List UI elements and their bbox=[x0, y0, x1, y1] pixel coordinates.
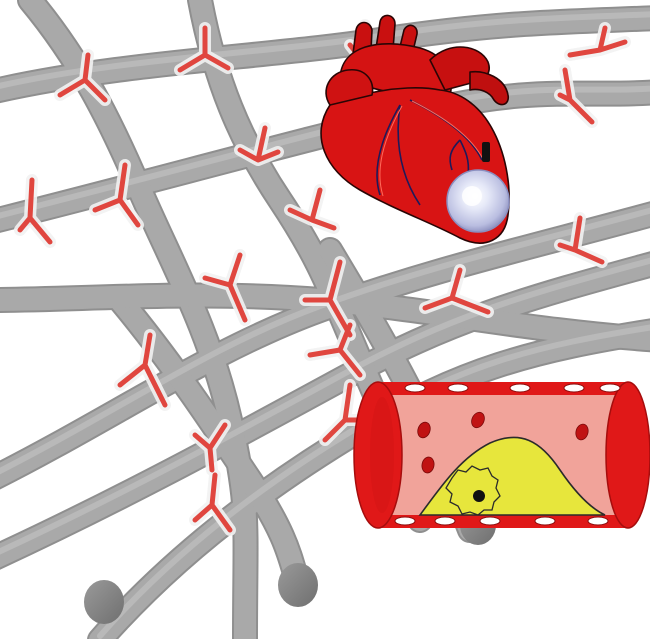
nanoparticle bbox=[447, 170, 509, 232]
vessel-opening-right bbox=[606, 382, 650, 528]
occlusion-marker bbox=[482, 142, 490, 162]
vessel-lumen-left bbox=[370, 397, 394, 513]
foam-cell-nucleus bbox=[473, 490, 485, 502]
artery-cross-section bbox=[354, 382, 650, 528]
